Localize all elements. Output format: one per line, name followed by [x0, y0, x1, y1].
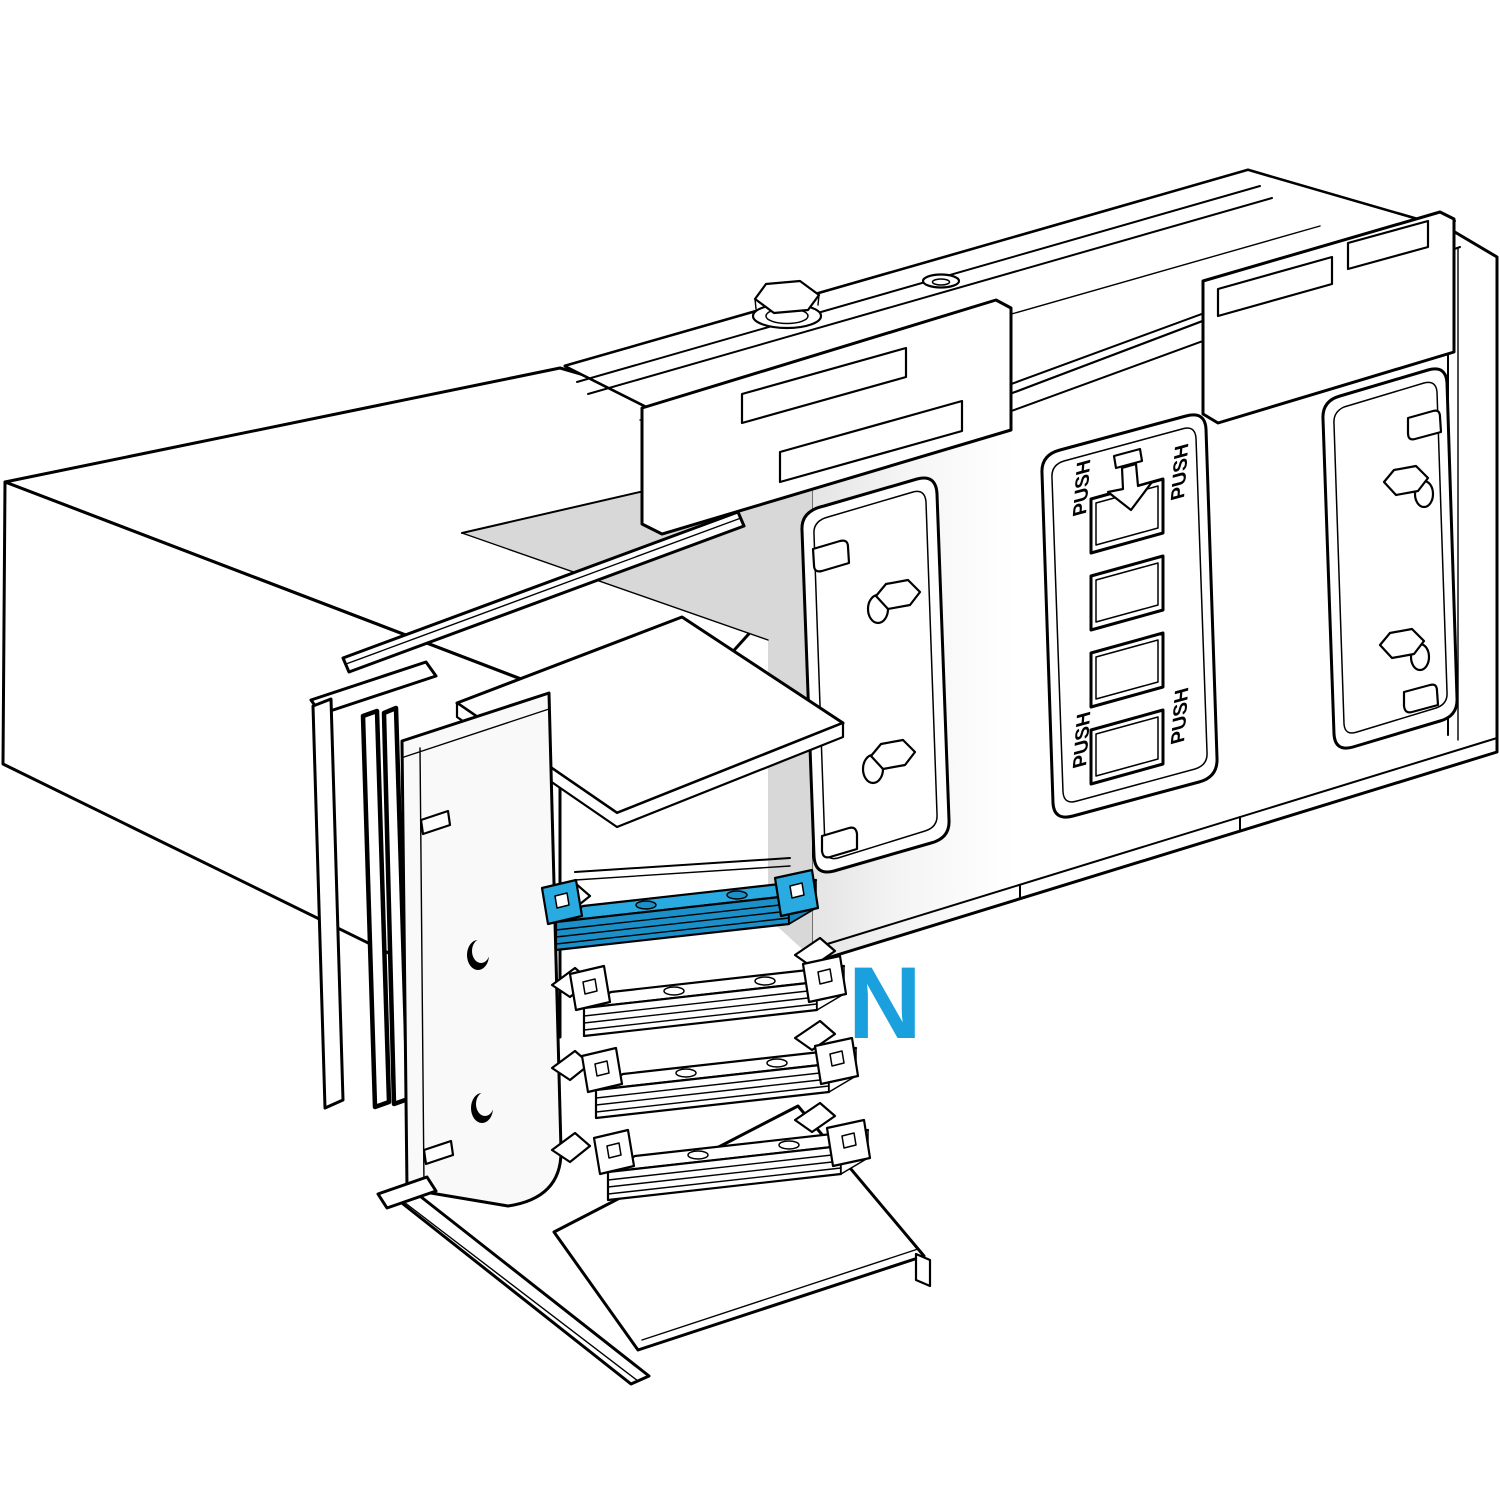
clamp-slot [778, 399, 964, 484]
busbar-2 [568, 954, 848, 1038]
busbar-neutral-highlighted [540, 868, 820, 952]
tap-off-window-2-inner [1095, 562, 1159, 623]
busbar-3 [580, 1036, 860, 1120]
cut-plane-bottom-edge [461, 532, 769, 641]
door-corner-tab [1406, 409, 1443, 441]
door-bolt [1378, 627, 1431, 672]
bottom-band-line [810, 737, 1498, 950]
flange-left-bracket [311, 697, 345, 1110]
side-plate-hole [467, 939, 490, 970]
top-clamp-right [1201, 210, 1456, 425]
push-label-top-left: PUSH [1070, 457, 1096, 518]
right-end-door [1321, 367, 1459, 750]
flange-bottom-cap [376, 1175, 438, 1210]
push-label-top-right: PUSH [1168, 441, 1194, 502]
door-bolt [866, 578, 922, 625]
elbow-top-rail [341, 510, 746, 674]
clamp-slot [1216, 255, 1334, 318]
elbow-flange [309, 660, 563, 1208]
insert-arrow-down-icon [1106, 447, 1154, 512]
side-plate-hole [471, 1092, 494, 1123]
push-label-bottom-right: PUSH [1168, 685, 1194, 746]
top-clamp-left [640, 298, 1013, 536]
side-plate-slot [419, 809, 452, 836]
top-rail-line [587, 197, 1273, 395]
top-fixing-bolt [751, 279, 823, 330]
tap-off-window-4-inner [1095, 716, 1159, 777]
tap-off-window-3-inner [1095, 639, 1159, 700]
side-plate-slot [422, 1139, 455, 1166]
cut-plane-polygon [462, 462, 812, 958]
door-bolt [861, 738, 917, 785]
gasket-band [360, 708, 392, 1110]
door-corner-tab [1402, 683, 1440, 714]
tap-off-panel: PUSH PUSH PUSH PUSH [1040, 413, 1219, 819]
neutral-conductor-label: N [848, 946, 922, 1060]
top-fixing-hole [921, 273, 961, 289]
busbar-4 [592, 1118, 872, 1202]
door-corner-tab [811, 539, 851, 573]
door-corner-tab [820, 826, 859, 859]
push-label-bottom-left: PUSH [1070, 709, 1096, 770]
tray-end-tab [914, 1252, 932, 1288]
clamp-slot [740, 346, 908, 425]
clamp-slot [1346, 219, 1430, 271]
top-rail-line [576, 185, 1261, 383]
left-access-door [800, 476, 951, 874]
bottom-band-notches [1019, 816, 1241, 900]
door-bolt [1382, 464, 1435, 509]
